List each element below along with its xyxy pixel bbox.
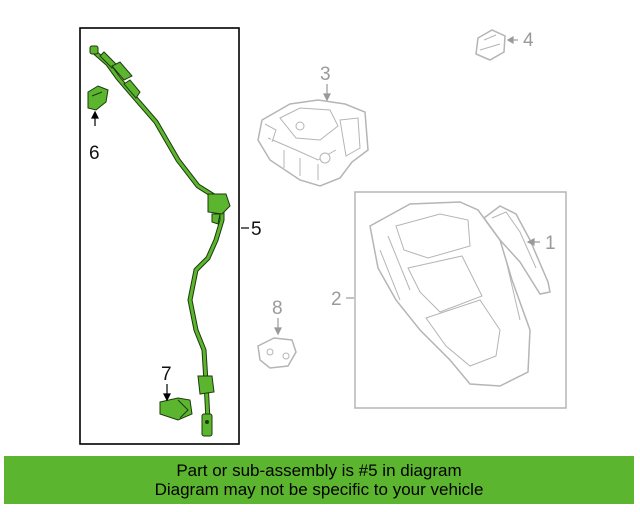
part-5-box <box>79 27 240 445</box>
part-3-shifter-mechanism <box>257 99 369 187</box>
parts-diagram: 1 2 3 4 5 6 7 8 <box>79 27 567 445</box>
callout-4: 4 <box>523 30 534 51</box>
part-1-trim-bezel <box>482 205 551 295</box>
ghost-parts-group <box>257 29 567 409</box>
banner-line-2: Diagram may not be specific to your vehi… <box>154 480 484 499</box>
callout-7: 7 <box>161 364 172 385</box>
part-2-console-housing <box>369 201 531 387</box>
part-6-clip <box>87 85 109 111</box>
part-4-cap <box>475 29 506 61</box>
callout-6: 6 <box>89 143 100 164</box>
part-8-bracket <box>257 337 297 369</box>
callout-1: 1 <box>545 233 556 254</box>
part-2-box <box>354 191 567 409</box>
part-5-shift-cable <box>89 45 231 437</box>
part-info-banner: Part or sub-assembly is #5 in diagram Di… <box>4 456 634 504</box>
dark-leaders <box>91 110 249 402</box>
callout-3: 3 <box>320 64 331 85</box>
part-7-bracket <box>159 397 193 421</box>
banner-line-1: Part or sub-assembly is #5 in diagram <box>176 461 462 480</box>
callout-5: 5 <box>251 219 262 240</box>
ghost-leaders <box>274 35 540 336</box>
callout-2: 2 <box>331 289 342 310</box>
callout-8: 8 <box>272 298 283 319</box>
